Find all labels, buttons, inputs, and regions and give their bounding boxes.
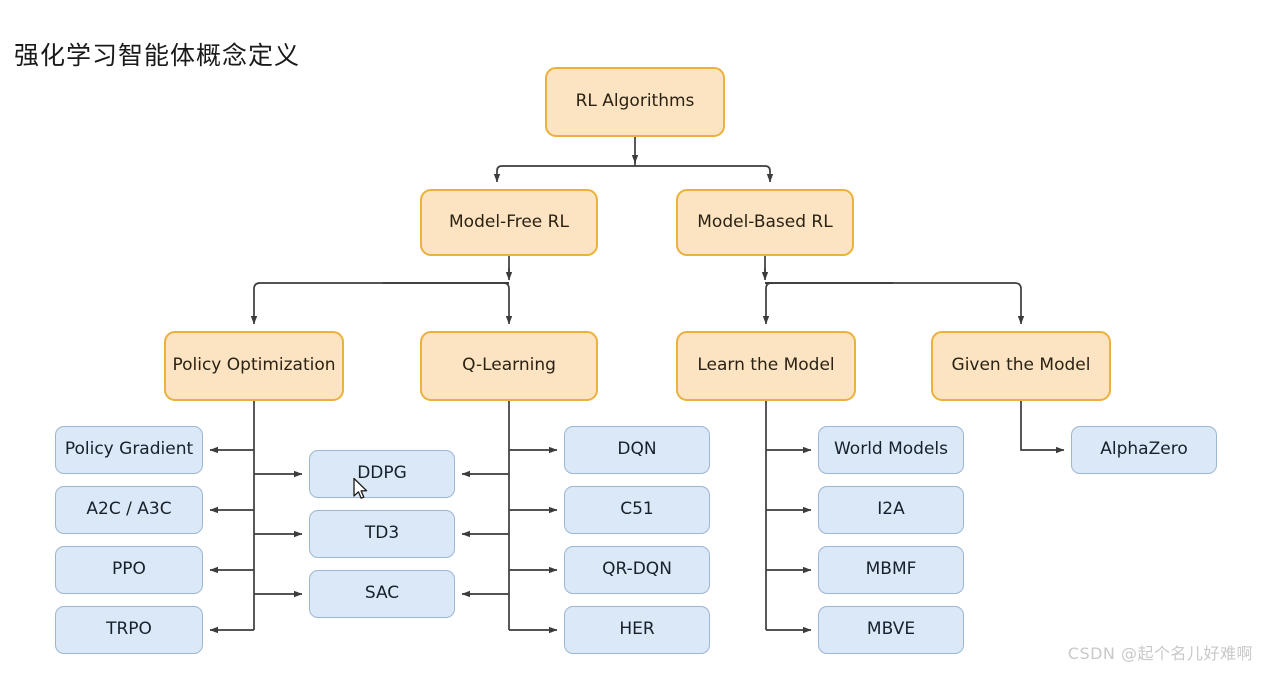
node-i2a[interactable]: I2A [818,486,964,534]
node-label: C51 [620,499,654,520]
node-td3[interactable]: TD3 [309,510,455,558]
node-ppo[interactable]: PPO [55,546,203,594]
node-label: TD3 [364,523,400,544]
node-label: PPO [112,559,146,580]
node-sac[interactable]: SAC [309,570,455,618]
node-model-based-rl[interactable]: Model-Based RL [676,189,854,256]
node-mbve[interactable]: MBVE [818,606,964,654]
node-label: HER [619,619,655,640]
edge-modelfree-to-policyopt [250,282,509,325]
edge-givenmodel-to-alphazero [1020,401,1065,454]
node-label: A2C / A3C [86,499,172,520]
node-world-models[interactable]: World Models [818,426,964,474]
edge-modelbased-to-givenmodel [765,282,1025,325]
node-label: Model-Free RL [449,211,569,232]
node-label: DDPG [357,463,407,484]
node-rl-algorithms[interactable]: RL Algorithms [545,67,725,137]
edge-modelfree-to-qlearning [503,282,513,325]
node-q-learning[interactable]: Q-Learning [420,331,598,401]
node-c51[interactable]: C51 [564,486,710,534]
node-trpo[interactable]: TRPO [55,606,203,654]
node-label: DQN [617,439,657,460]
node-label: MBVE [866,619,916,640]
node-label: SAC [364,583,400,604]
csdn-watermark: CSDN @起个名儿好难啊 [1067,644,1253,663]
node-her[interactable]: HER [564,606,710,654]
node-learn-the-model[interactable]: Learn the Model [676,331,856,401]
edge-rl-to-modelbased [635,165,774,183]
node-label: Learn the Model [697,355,835,376]
node-label: Given the Model [951,355,1091,376]
node-given-the-model[interactable]: Given the Model [931,331,1111,401]
node-ddpg[interactable]: DDPG [309,450,455,498]
node-policy-gradient[interactable]: Policy Gradient [55,426,203,474]
node-label: MBMF [865,559,917,580]
node-qr-dqn[interactable]: QR-DQN [564,546,710,594]
node-label: QR-DQN [602,559,672,580]
node-policy-optimization[interactable]: Policy Optimization [164,331,344,401]
node-mbmf[interactable]: MBMF [818,546,964,594]
node-label: Policy Gradient [64,439,194,460]
node-label: World Models [833,439,949,460]
node-label: Policy Optimization [172,355,336,376]
node-label: Model-Based RL [697,211,833,232]
node-label: TRPO [106,619,152,640]
node-model-free-rl[interactable]: Model-Free RL [420,189,598,256]
node-alphazero[interactable]: AlphaZero [1071,426,1217,474]
node-label: Q-Learning [462,355,556,376]
edge-modelbased-to-learnmodel [762,282,772,325]
node-label: AlphaZero [1100,439,1188,460]
node-label: RL Algorithms [575,91,695,112]
node-label: I2A [877,499,905,520]
node-dqn[interactable]: DQN [564,426,710,474]
page-title: 强化学习智能体概念定义 [14,41,301,70]
node-a2c-a3c[interactable]: A2C / A3C [55,486,203,534]
edge-rl-to-modelfree [493,165,635,183]
